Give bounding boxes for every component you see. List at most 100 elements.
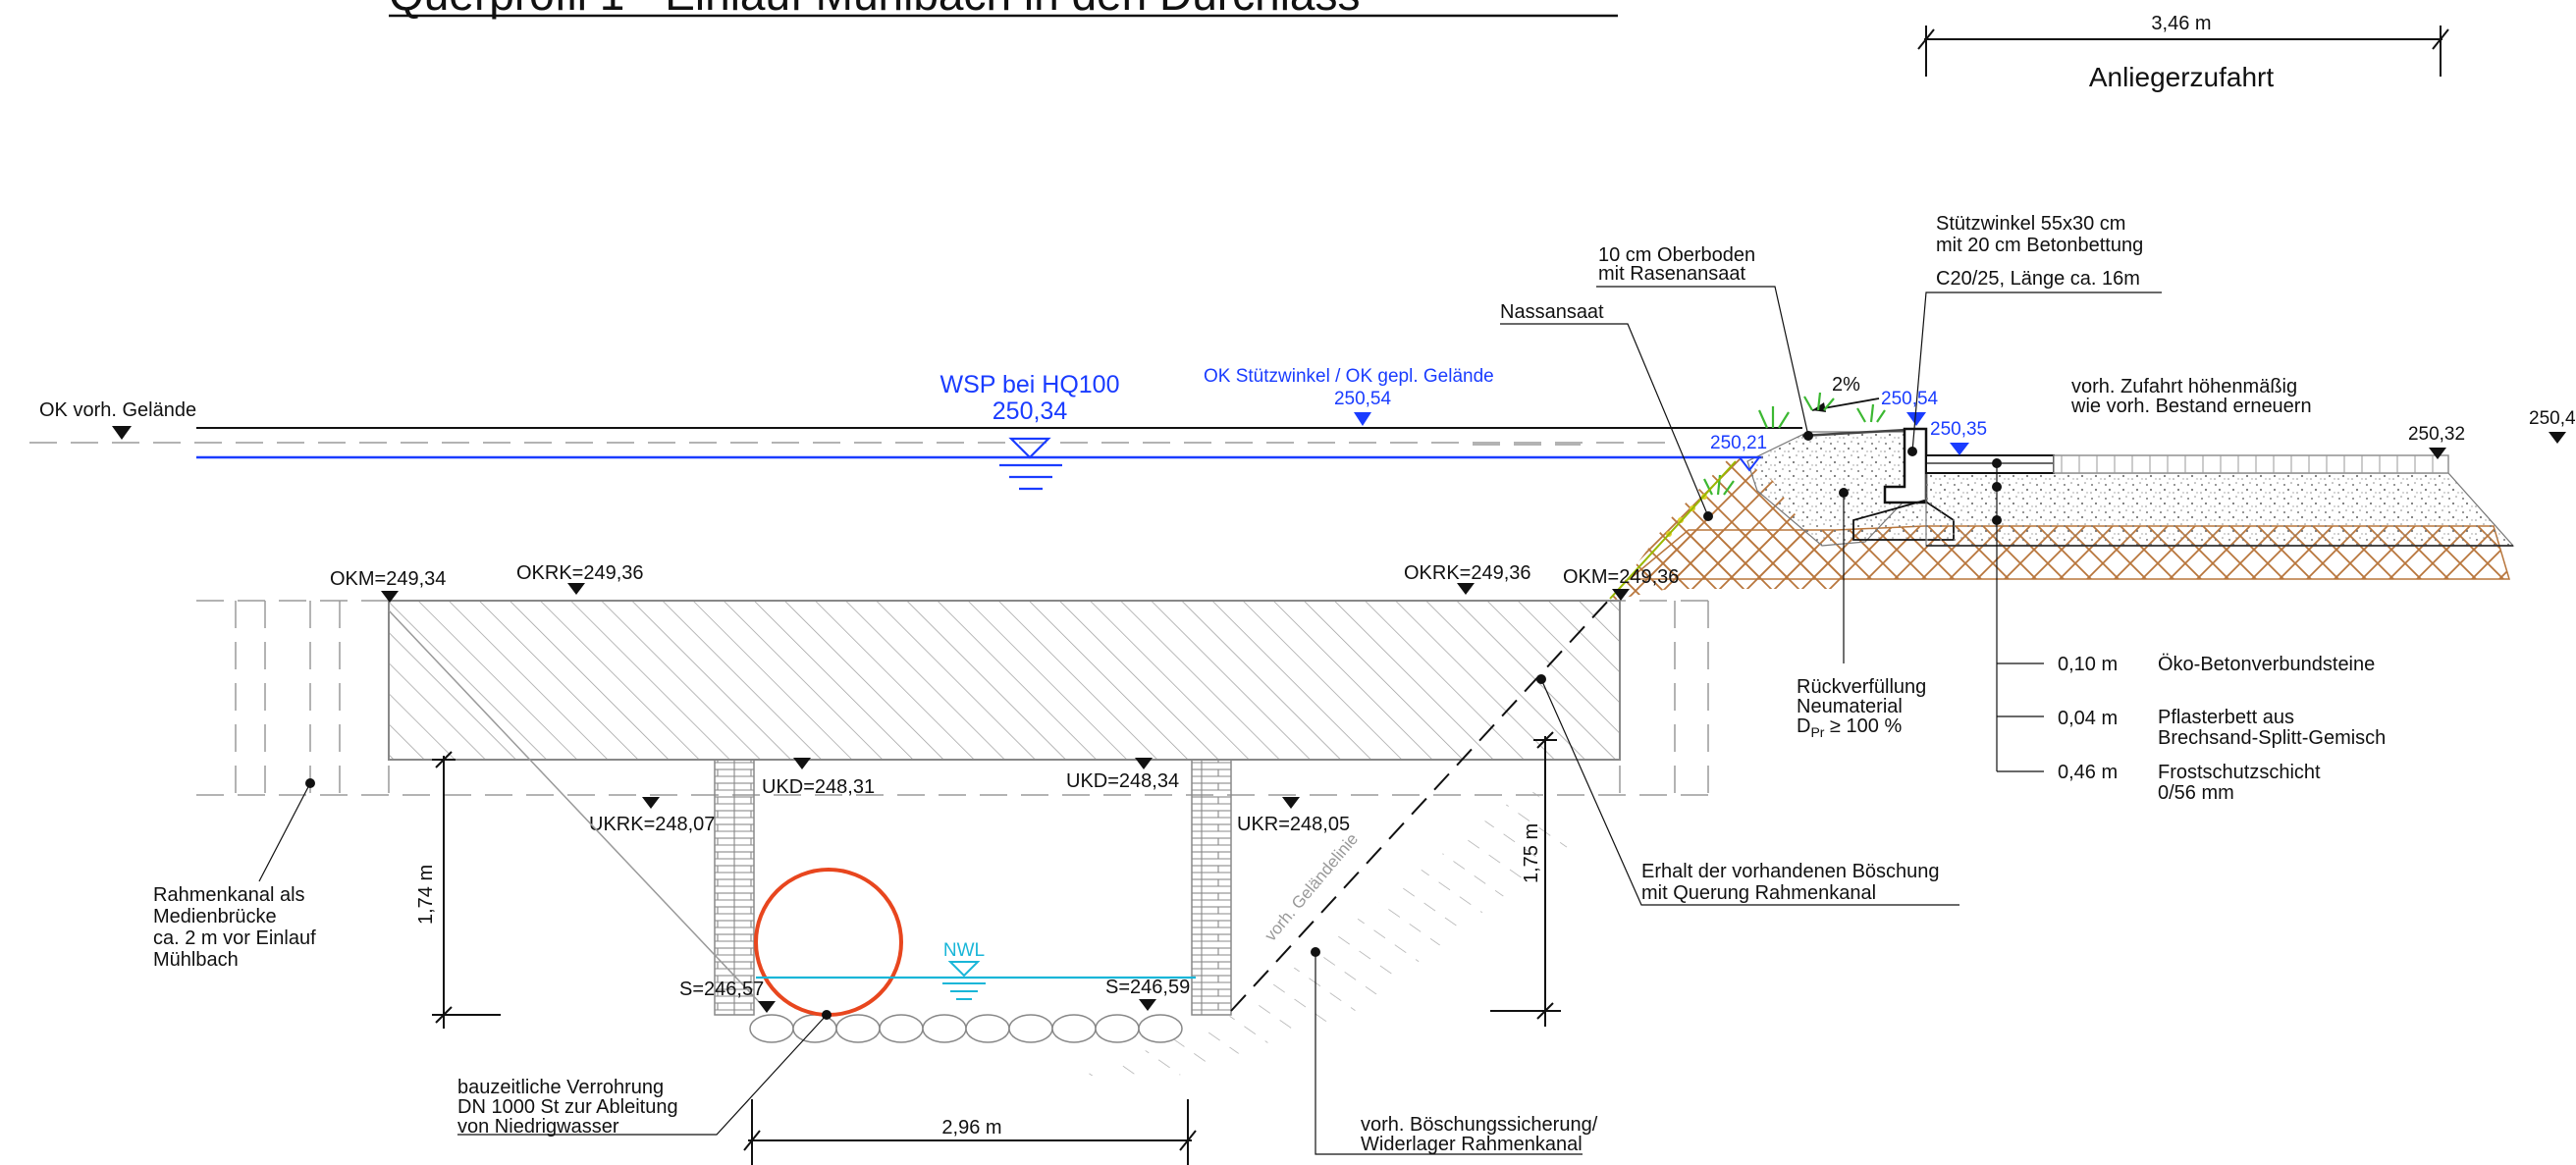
wsp-symbol-icon xyxy=(999,437,1062,491)
layer2-name-2: Brechsand-Splitt-Gemisch xyxy=(2158,727,2386,749)
grass-icon xyxy=(1703,392,1886,496)
slope-line xyxy=(1609,460,1737,600)
layer-dot-2 xyxy=(1992,482,2002,492)
marker-okm-right xyxy=(1612,589,1630,601)
label-nwl: NWL xyxy=(943,940,985,961)
marker-ukd-left xyxy=(793,758,811,769)
dimension-top-value: 3,46 m xyxy=(2151,13,2211,34)
label-rahmenkanal-4: Mühlbach xyxy=(153,949,239,971)
level-marker-25054 xyxy=(1906,412,1926,426)
slope-arrow-icon xyxy=(1811,397,1880,412)
level-marker-ok-vorh xyxy=(112,426,132,440)
bottom-stone xyxy=(1095,1014,1140,1043)
label-stuetzwinkel-3: C20/25, Länge ca. 16m xyxy=(1936,268,2140,290)
label-rahmenkanal-1: Rahmenkanal als xyxy=(153,884,305,906)
left-wall xyxy=(714,759,755,1016)
value-ukrk: UKRK=248,07 xyxy=(589,814,715,835)
layer3-name-2: 0/56 mm xyxy=(2158,782,2234,804)
label-boeschung-1: Erhalt der vorhandenen Böschung xyxy=(1641,861,1940,882)
marker-s-right xyxy=(1139,999,1156,1011)
bottom-stone xyxy=(835,1014,881,1043)
grid-verticals xyxy=(235,601,1709,795)
marker-ukr xyxy=(1282,797,1300,809)
level-marker-25021 xyxy=(1737,456,1762,472)
value-s-right: S=246,59 xyxy=(1105,977,1190,998)
existing-soil-slope xyxy=(1610,453,1846,601)
level-marker-25035 xyxy=(1950,443,1969,455)
value-s-left: S=246,57 xyxy=(679,979,764,1000)
bottom-stones xyxy=(749,1014,1183,1043)
value-okrk-left: OKRK=249,36 xyxy=(516,562,644,584)
paving-joints xyxy=(2061,455,2434,473)
label-zufahrt-2: wie vorh. Bestand erneuern xyxy=(2070,396,2312,417)
value-wsp: 250,34 xyxy=(993,397,1068,425)
existing-slope-left xyxy=(388,609,767,1010)
dimension-top-width: 3,46 m xyxy=(1917,13,2449,77)
marker-okm-left xyxy=(381,591,399,603)
label-boeschung-2: mit Querung Rahmenkanal xyxy=(1641,882,1876,904)
label-stuetzwinkel-2: mit 20 cm Betonbettung xyxy=(1936,235,2143,256)
label-ok-stuetzwinkel: OK Stützwinkel / OK gepl. Gelände xyxy=(1204,366,1494,387)
bottom-stone xyxy=(1138,1014,1183,1043)
bottom-stone xyxy=(879,1014,924,1043)
label-ok-vorh-gelaende: OK vorh. Gelände xyxy=(39,399,196,421)
leader-rahmenkanal xyxy=(258,782,311,882)
label-oberboden-1: 10 cm Oberboden xyxy=(1598,244,1755,266)
leader-verrohrung xyxy=(457,1014,828,1136)
topsoil-line xyxy=(1801,428,1907,438)
leader-sicherung xyxy=(1315,952,1583,1155)
dimension-height-right-value: 1,75 m xyxy=(1521,823,1542,883)
value-okrk-right: OKRK=249,36 xyxy=(1404,562,1531,584)
value-ukr: UKR=248,05 xyxy=(1237,814,1350,835)
layer-dot-3 xyxy=(1992,515,2002,525)
nwl-symbol-icon xyxy=(942,961,986,1000)
paving-stones xyxy=(1925,454,2449,474)
bottom-stone xyxy=(1008,1014,1053,1043)
dimension-height-left xyxy=(432,751,501,1029)
leader-nassansaat xyxy=(1500,323,1709,517)
road-base-layer xyxy=(1925,472,2515,547)
label-wsp: WSP bei HQ100 xyxy=(940,371,1120,398)
label-rahmenkanal-3: ca. 2 m vor Einlauf xyxy=(153,927,316,949)
leader-oberboden xyxy=(1596,286,1809,437)
dimension-height-right xyxy=(1490,731,1561,1027)
marker-okrk-right xyxy=(1457,583,1475,595)
label-sicherung-1: vorh. Böschungssicherung/ xyxy=(1361,1114,1598,1136)
label-anliegerzufahrt: Anliegerzufahrt xyxy=(2089,62,2275,92)
value-okm-left: OKM=249,34 xyxy=(330,568,446,590)
marker-ukd-right xyxy=(1135,758,1153,769)
leader-boeschung xyxy=(1540,678,1959,906)
bottom-stone xyxy=(749,1014,794,1043)
existing-terrain-slope xyxy=(1230,598,1611,1012)
layer1-thickness: 0,10 m xyxy=(2058,654,2118,675)
level-marker-ok-stuetz xyxy=(1354,412,1371,426)
layer1-name: Öko-Betonverbundsteine xyxy=(2158,654,2375,675)
value-okm-right: OKM=249,36 xyxy=(1563,566,1679,588)
label-rahmenkanal-2: Medienbrücke xyxy=(153,906,277,927)
label-stuetzwinkel-1: Stützwinkel 55x30 cm xyxy=(1936,213,2125,235)
label-oberboden-2: mit Rasenansaat xyxy=(1598,263,1746,285)
label-nassansaat: Nassansaat xyxy=(1500,301,1604,323)
bottom-stone xyxy=(792,1014,837,1043)
value-25021: 250,21 xyxy=(1710,433,1767,453)
marker-s-left xyxy=(758,1001,776,1013)
bottom-stone xyxy=(965,1014,1010,1043)
value-2504: 250,4 xyxy=(2529,408,2576,429)
marker-ukrk xyxy=(642,797,660,809)
label-rueckverfuellung-1: Rückverfüllung xyxy=(1797,676,1926,698)
level-marker-2504 xyxy=(2549,432,2566,444)
value-ok-stuetzwinkel: 250,54 xyxy=(1334,389,1392,409)
bottom-stone xyxy=(922,1014,967,1043)
label-dpr: DPr ≥ 100 % xyxy=(1797,715,1902,740)
value-25032: 250,32 xyxy=(2408,424,2465,445)
value-ukd-left: UKD=248,31 xyxy=(762,776,875,798)
dimension-height-left-value: 1,74 m xyxy=(415,865,437,925)
label-verrohrung-3: von Niedrigwasser xyxy=(457,1116,619,1138)
marker-okrk-left xyxy=(567,583,585,595)
layer2-name-1: Pflasterbett aus xyxy=(2158,707,2294,728)
dimension-bottom-width xyxy=(743,1099,1197,1165)
value-ukd-right: UKD=248,34 xyxy=(1066,770,1179,792)
level-marker-25032 xyxy=(2429,448,2446,459)
slope-value: 2% xyxy=(1832,374,1860,396)
